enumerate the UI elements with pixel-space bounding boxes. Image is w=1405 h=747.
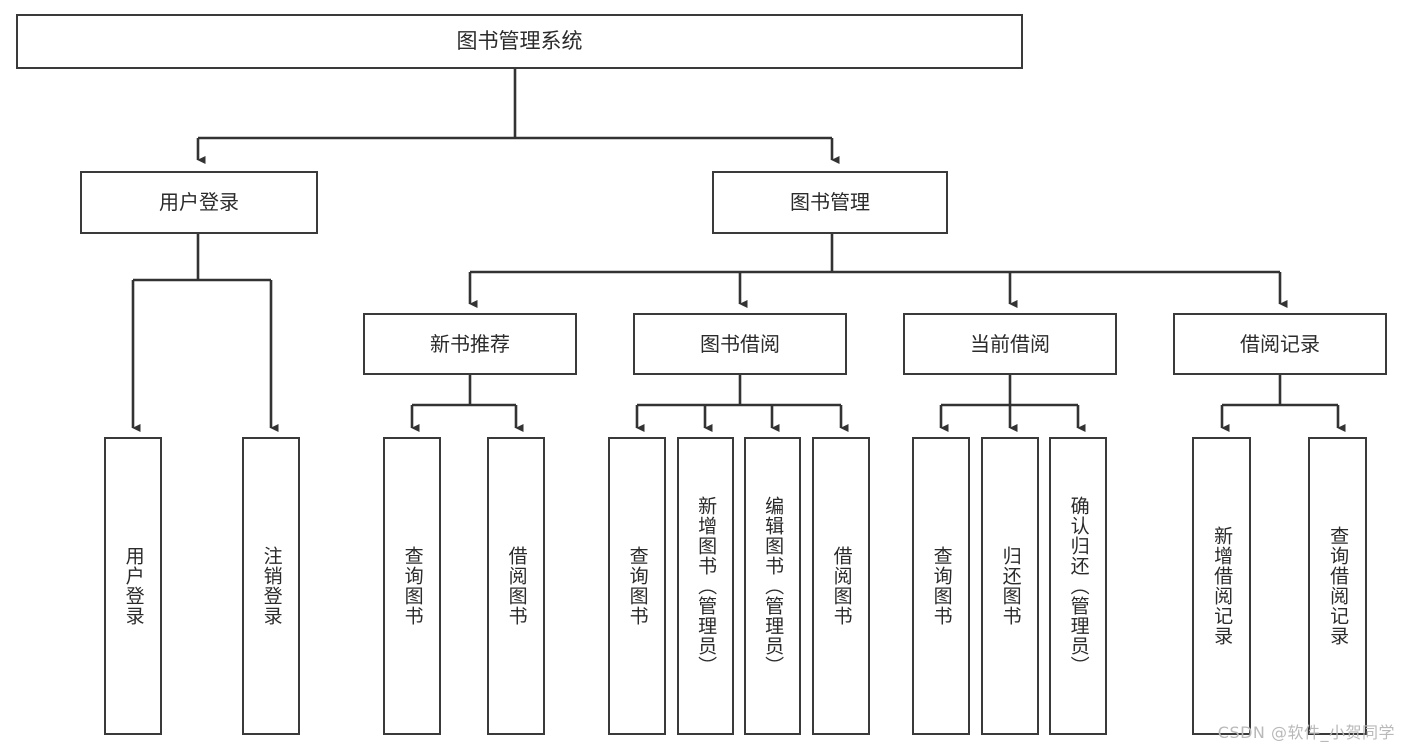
node-leaf-query-book-1-label: 查询图书: [401, 546, 424, 626]
node-leaf-query-book-1[interactable]: 查询图书: [383, 437, 441, 735]
node-borrow-record[interactable]: 借阅记录: [1173, 313, 1387, 375]
node-leaf-query-book-2-label: 查询图书: [626, 546, 649, 626]
node-user-login[interactable]: 用户登录: [80, 171, 318, 234]
node-book-borrow-label: 图书借阅: [700, 331, 780, 356]
node-new-book-rec-label: 新书推荐: [430, 331, 510, 356]
node-leaf-query-record-label: 查询借阅记录: [1327, 526, 1350, 646]
node-leaf-borrow-book-2-label: 借阅图书: [830, 546, 853, 626]
node-root-label: 图书管理系统: [456, 28, 583, 53]
node-leaf-query-book-3-label: 查询图书: [930, 546, 953, 626]
node-leaf-query-book-3[interactable]: 查询图书: [912, 437, 970, 735]
node-root[interactable]: 图书管理系统: [16, 14, 1023, 69]
node-leaf-add-record[interactable]: 新增借阅记录: [1192, 437, 1251, 735]
node-leaf-query-book-2[interactable]: 查询图书: [608, 437, 666, 735]
node-leaf-borrow-book-1[interactable]: 借阅图书: [487, 437, 545, 735]
node-borrow-record-label: 借阅记录: [1240, 331, 1320, 356]
node-current-borrow[interactable]: 当前借阅: [903, 313, 1117, 375]
node-book-manage[interactable]: 图书管理: [712, 171, 948, 234]
node-leaf-confirm-return-label: 确认归还（管理员）: [1067, 496, 1090, 676]
node-leaf-query-record[interactable]: 查询借阅记录: [1308, 437, 1367, 735]
node-leaf-edit-book-label: 编辑图书（管理员）: [762, 496, 785, 676]
node-leaf-borrow-book-1-label: 借阅图书: [505, 546, 528, 626]
node-leaf-add-book-label: 新增图书（管理员）: [695, 496, 718, 676]
node-leaf-borrow-book-2[interactable]: 借阅图书: [812, 437, 870, 735]
node-leaf-logout[interactable]: 注销登录: [242, 437, 300, 735]
node-book-manage-label: 图书管理: [790, 190, 870, 215]
csdn-watermark: CSDN @软件_小贺同学: [1217, 723, 1395, 742]
node-leaf-user-login[interactable]: 用户登录: [104, 437, 162, 735]
node-current-borrow-label: 当前借阅: [970, 331, 1050, 356]
node-user-login-label: 用户登录: [159, 190, 239, 215]
node-leaf-add-book[interactable]: 新增图书（管理员）: [677, 437, 734, 735]
node-leaf-confirm-return[interactable]: 确认归还（管理员）: [1049, 437, 1107, 735]
node-book-borrow[interactable]: 图书借阅: [633, 313, 847, 375]
node-leaf-user-login-label: 用户登录: [122, 546, 145, 626]
node-leaf-return-book-label: 归还图书: [999, 546, 1022, 626]
node-leaf-add-record-label: 新增借阅记录: [1211, 526, 1234, 646]
node-leaf-edit-book[interactable]: 编辑图书（管理员）: [744, 437, 801, 735]
node-new-book-rec[interactable]: 新书推荐: [363, 313, 577, 375]
node-leaf-return-book[interactable]: 归还图书: [981, 437, 1039, 735]
node-leaf-logout-label: 注销登录: [260, 546, 283, 626]
